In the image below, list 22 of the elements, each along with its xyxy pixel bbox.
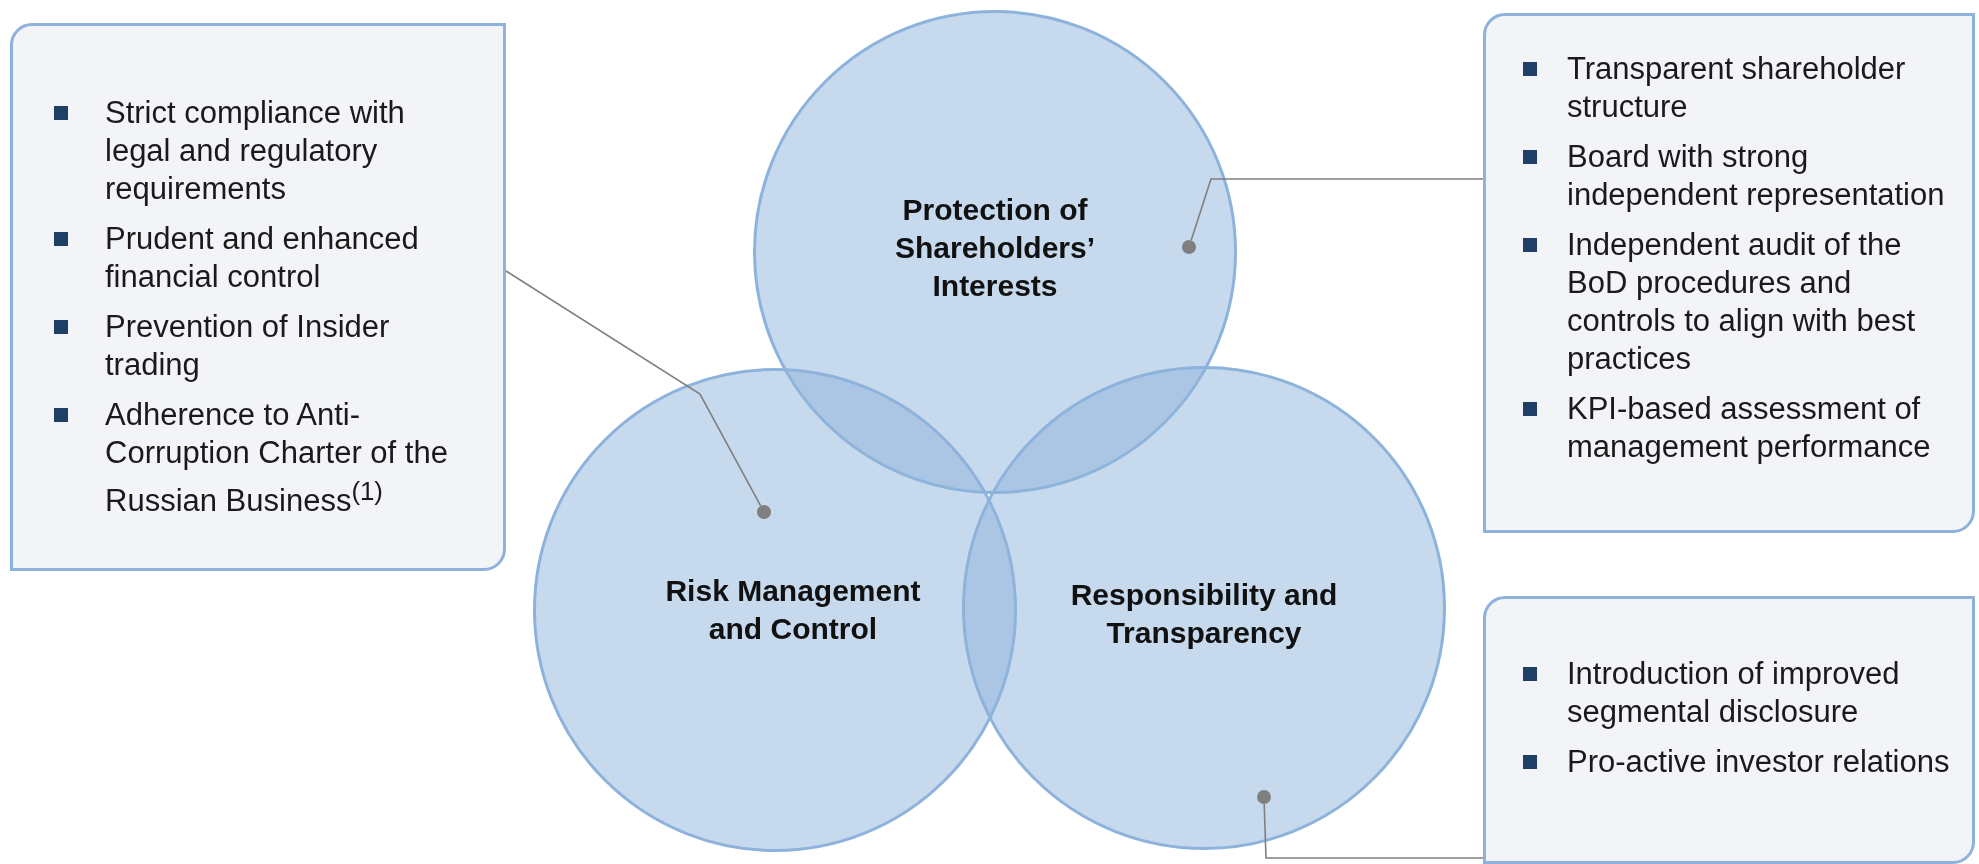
text-panel [1483, 13, 1975, 533]
bullet-text: Transparent shareholder structure [1567, 51, 1906, 124]
leader-dot [1257, 790, 1271, 804]
bullet-text: Pro-active investor relations [1567, 744, 1950, 779]
leader-line [1190, 178, 1484, 242]
text-panel [1483, 596, 1975, 864]
bullet-text: KPI-based assessment of management performance [1567, 391, 1931, 464]
bullet-text: Prudent and enhanced financial control [105, 221, 419, 294]
bullet-text: Independent audit of the BoD procedures and controls to align with best practices [1567, 227, 1916, 376]
bullet-text: Adherence to Anti-Corruption Charter of the Russian Business$^{(1)}$ [105, 397, 448, 519]
bullet-text: Prevention of Insider trading [105, 309, 390, 382]
leader-line [1263, 803, 1484, 859]
circle-label: Protection of Shareholders’ Interests [893, 192, 1097, 304]
circle-label: Risk Management and Control [664, 573, 922, 647]
leader-dot [757, 505, 771, 519]
bullet-text: Strict compliance with legal and regulatory requirements [105, 95, 405, 206]
circle-label: Responsibility and Transparency [1069, 577, 1339, 651]
leader-line [505, 270, 762, 507]
bullet-text: Board with strong independent representation [1567, 139, 1945, 212]
leader-dot [1182, 240, 1196, 254]
bullet-text: Introduction of improved segmental disclosure [1567, 656, 1900, 729]
text-panel [10, 23, 506, 571]
